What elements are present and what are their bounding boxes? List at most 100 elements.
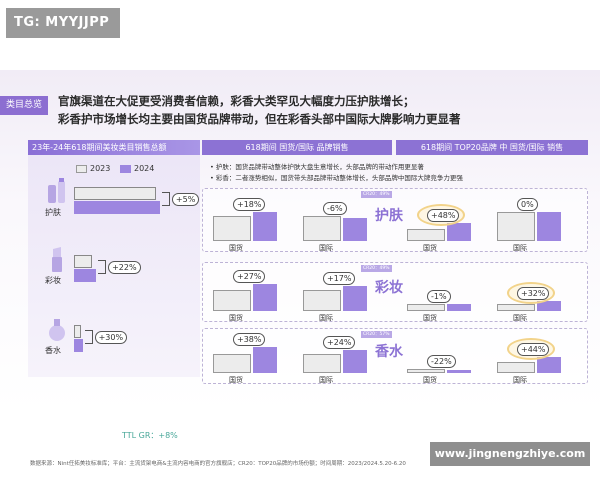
brand-sales-chart: 国货 +27% 国际 +17% — [213, 263, 383, 323]
bar-2023 — [497, 303, 535, 311]
x-label: 国货 — [423, 314, 437, 322]
bar-2024 — [447, 369, 471, 373]
headline-line-2: 彩香护市场增长均主要由国货品牌带动，但在彩香头部中国际大牌影响力更显著 — [58, 112, 461, 126]
growth-label: +38% — [233, 333, 266, 347]
cr20-tag: CR20：49% — [361, 265, 392, 272]
row-panel: 国货 +38% 国际 +24% 香水 CR20：57% 国货 -22% 国际 +44% — [202, 328, 588, 384]
category-label: 香水 — [45, 346, 61, 355]
legend-label-2023: 2023 — [90, 164, 111, 173]
bar-2024 — [253, 283, 277, 311]
top20-sales-chart: 国货 -22% 国际 +44% — [407, 329, 585, 385]
bar-2023 — [213, 354, 251, 373]
legend-swatch-2023 — [76, 164, 87, 173]
category-icon-2 — [46, 245, 68, 273]
note-makeup-fragrance: • 彩香：二者涨势相似，国货带头部品牌带动整体增长，头部品牌中国际大牌竞争力更强 — [210, 174, 463, 182]
growth-label: +44% — [517, 343, 550, 357]
ttl-growth: TTL GR：+8% — [122, 431, 178, 440]
top20-sales-chart: 国货 +48% 国际 0% — [407, 189, 585, 253]
growth-label: +32% — [517, 287, 550, 301]
growth-label: 0% — [517, 198, 538, 212]
growth-bracket — [84, 330, 93, 344]
bar-2024 — [253, 347, 277, 373]
legend-2024: 2024 — [120, 164, 154, 173]
hbar-2024 — [74, 339, 83, 352]
cr20-tag: CR20：57% — [361, 331, 392, 338]
x-label: 国际 — [319, 244, 333, 252]
bar-2023 — [213, 289, 251, 311]
headline-line-1: 官旗渠道在大促更受消费者信赖，彩香大类罕见大幅度力压护肤增长； — [58, 94, 415, 108]
bar-2024 — [343, 217, 367, 241]
bar-2023 — [213, 216, 251, 241]
panel-left-title: 23年-24年618期间美妆类目销售总额 — [28, 140, 200, 155]
growth-label: +30% — [94, 331, 128, 344]
note-skincare: • 护肤：国货品牌带动整体护肤大盘生意增长，头部品牌的带动作用更显著 — [210, 163, 424, 171]
slide: 类目总览 官旗渠道在大促更受消费者信赖，彩香大类罕见大幅度力压护肤增长； 彩香护… — [0, 70, 600, 467]
growth-bracket — [98, 260, 107, 274]
x-label: 国货 — [229, 376, 243, 384]
big-category-label: 彩妆 — [375, 280, 403, 296]
x-label: 国货 — [423, 376, 437, 384]
bar-2024 — [447, 223, 471, 241]
x-label: 国际 — [513, 314, 527, 322]
category-tag: 类目总览 — [0, 96, 48, 115]
hbar-2023 — [74, 255, 92, 268]
growth-label: +22% — [108, 261, 141, 274]
growth-label: +27% — [233, 269, 266, 283]
bar-2023 — [303, 289, 341, 311]
hbar-2023 — [74, 187, 156, 200]
growth-label: +24% — [323, 335, 356, 349]
x-label: 国际 — [319, 314, 333, 322]
bar-2023 — [303, 354, 341, 373]
category-icon-1 — [46, 177, 68, 205]
bar-2024 — [253, 211, 277, 241]
x-label: 国货 — [229, 244, 243, 252]
hbar-2024 — [74, 201, 160, 214]
bar-2024 — [537, 212, 561, 241]
bar-2024 — [343, 286, 367, 311]
headline: 官旗渠道在大促更受消费者信赖，彩香大类罕见大幅度力压护肤增长； 彩香护市场增长均… — [58, 92, 598, 128]
panel-mid-title: 618期间 国货/国际 品牌销售 — [202, 140, 392, 155]
panel-right-title: 618期间 TOP20品牌 中 国货/国际 销售 — [396, 140, 588, 155]
x-label: 国货 — [423, 244, 437, 252]
bar-2023 — [407, 229, 445, 241]
growth-label: +5% — [171, 193, 200, 206]
growth-label: -6% — [323, 202, 347, 216]
site-watermark: www.jingnengzhiye.com — [430, 442, 590, 466]
growth-label: -1% — [427, 289, 451, 303]
cr20-tag: CR20：49% — [361, 191, 392, 198]
top20-sales-chart: 国货 -1% 国际 +32% — [407, 263, 585, 323]
data-source-footer: 数据来源：Nint任拓美妆标准库；平台：主流货架电商&主流内容电商的官方旗舰店；… — [30, 461, 406, 467]
legend-swatch-2024 — [120, 164, 131, 173]
hbar-2024 — [74, 269, 97, 282]
x-label: 国货 — [229, 314, 243, 322]
total-sales-chart: 2023 2024 护肤+5%彩妆+22%香水+30% TTL GR：+8% — [28, 155, 200, 440]
x-label: 国际 — [319, 376, 333, 384]
row-panel: 国货 +27% 国际 +17% 彩妆 CR20：49% 国货 -1% 国际 +32% — [202, 262, 588, 322]
bar-2024 — [343, 349, 367, 373]
category-icon-3 — [46, 315, 68, 343]
x-label: 国际 — [513, 244, 527, 252]
row-panel: 国货 +18% 国际 -6% 护肤 CR20：49% 国货 +48% 国际 0% — [202, 188, 588, 252]
big-category-label: 香水 — [375, 344, 403, 360]
brand-sales-chart: 国货 +18% 国际 -6% — [213, 189, 383, 253]
hbar-2023 — [74, 325, 81, 338]
brand-sales-chart: 国货 +38% 国际 +24% — [213, 329, 383, 385]
category-label: 护肤 — [45, 208, 61, 217]
growth-label: -22% — [427, 354, 456, 368]
legend-label-2024: 2024 — [134, 164, 155, 173]
growth-label: +48% — [427, 209, 460, 222]
bar-2024 — [537, 357, 561, 373]
big-category-label: 护肤 — [375, 208, 403, 224]
bar-2023 — [303, 216, 341, 241]
bar-2024 — [537, 301, 561, 311]
bar-2024 — [447, 303, 471, 311]
growth-label: +17% — [323, 272, 356, 286]
x-label: 国际 — [513, 376, 527, 384]
legend-2023: 2023 — [76, 164, 110, 173]
tg-badge: TG: MYYJJPP — [6, 8, 120, 38]
bar-2023 — [497, 362, 535, 373]
bar-2023 — [497, 212, 535, 241]
bar-2023 — [407, 368, 445, 373]
growth-bracket — [161, 192, 170, 206]
growth-label: +18% — [233, 197, 266, 211]
